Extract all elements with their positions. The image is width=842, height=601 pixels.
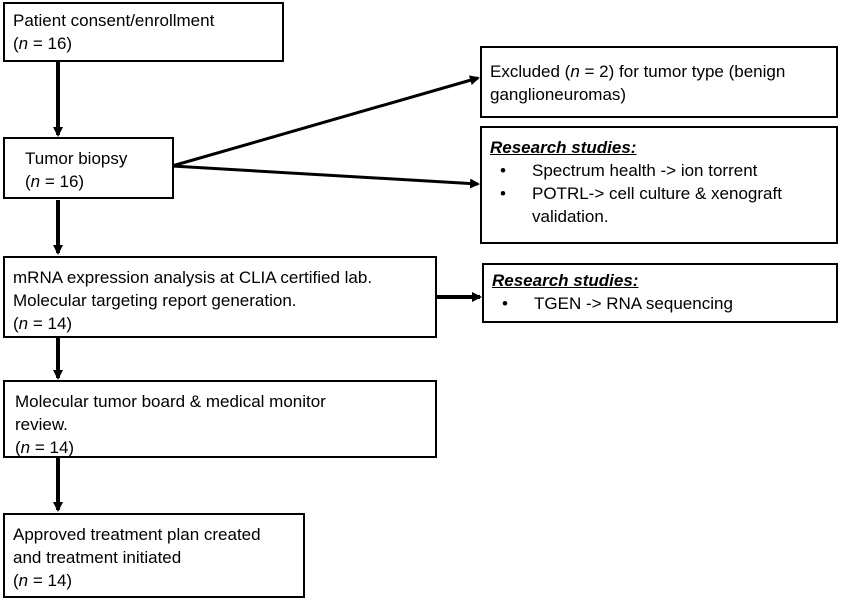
- research-studies-box-2: Research studies: TGEN -> RNA sequencing: [482, 263, 838, 323]
- research-studies-heading-2: Research studies:: [492, 271, 639, 290]
- biopsy-label: Tumor biopsy: [25, 149, 128, 168]
- research-item: Spectrum health -> ion torrent: [490, 159, 828, 182]
- excluded-line1: Excluded (n = 2) for tumor type (benign: [490, 62, 786, 81]
- treatment-count: (n = 14): [13, 571, 73, 590]
- board-label-line1: Molecular tumor board & medical monitor: [15, 392, 326, 411]
- research-studies-heading-1: Research studies:: [490, 138, 637, 157]
- mrna-count: (n = 14): [13, 314, 73, 333]
- enrollment-box: Patient consent/enrollment (n = 16): [3, 2, 284, 62]
- mrna-label-line1: mRNA expression analysis at CLIA certifi…: [13, 268, 373, 287]
- tumor-biopsy-box: Tumor biopsy (n = 16): [3, 137, 174, 199]
- treatment-label-line2: and treatment initiated: [13, 548, 182, 567]
- research-list-1: Spectrum health -> ion torrent POTRL-> c…: [490, 159, 828, 228]
- enrollment-label: Patient consent/enrollment: [13, 11, 215, 30]
- tumor-board-box: Molecular tumor board & medical monitor …: [3, 380, 437, 458]
- treatment-label-line1: Approved treatment plan created: [13, 525, 261, 544]
- research-studies-box-1: Research studies: Spectrum health -> ion…: [480, 126, 838, 244]
- arrow-biopsy-to-research1: [171, 164, 480, 189]
- board-label-line2: review.: [15, 415, 68, 434]
- research-item: TGEN -> RNA sequencing: [492, 292, 828, 315]
- arrow-biopsy-to-excluded: [171, 75, 480, 168]
- mrna-analysis-box: mRNA expression analysis at CLIA certifi…: [3, 256, 437, 338]
- treatment-plan-box: Approved treatment plan created and trea…: [3, 513, 305, 598]
- excluded-line2: ganglioneuromas): [490, 85, 627, 104]
- enrollment-count: (n = 16): [13, 34, 73, 53]
- mrna-label-line2: Molecular targeting report generation.: [13, 291, 297, 310]
- research-list-2: TGEN -> RNA sequencing: [492, 292, 828, 315]
- research-item: POTRL-> cell culture & xenograft validat…: [490, 182, 828, 228]
- board-count: (n = 14): [15, 438, 75, 457]
- biopsy-count: (n = 16): [25, 172, 85, 191]
- excluded-box: Excluded (n = 2) for tumor type (benign …: [480, 46, 838, 118]
